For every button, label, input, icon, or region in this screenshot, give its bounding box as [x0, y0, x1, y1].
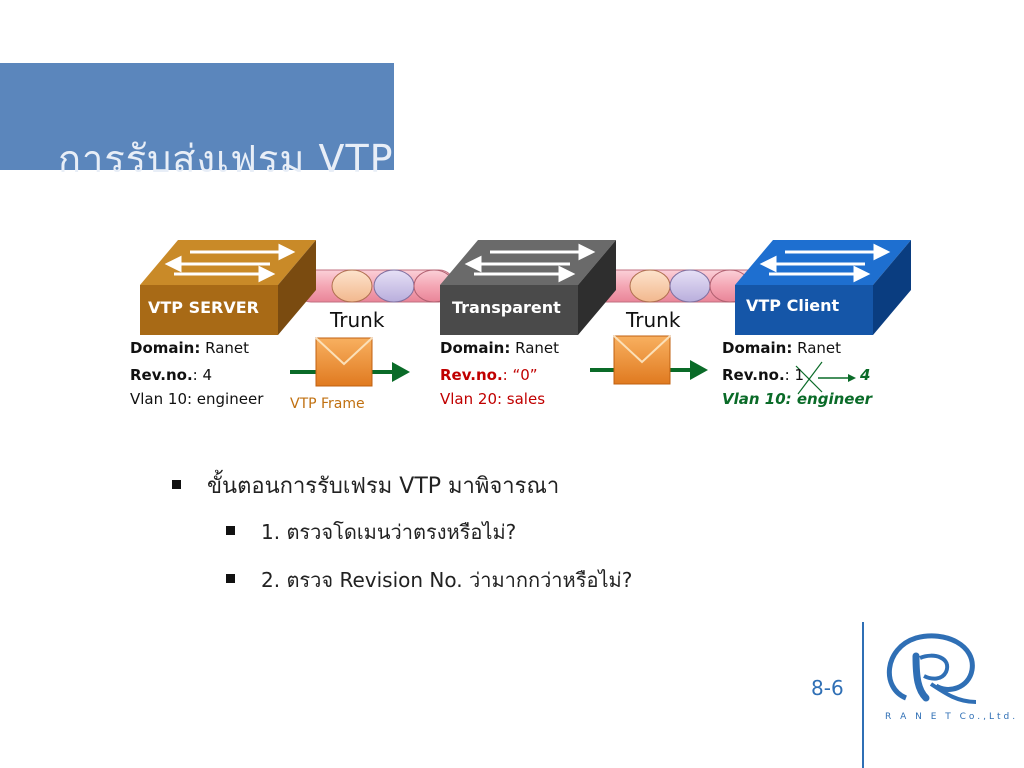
trunk-label-1: Trunk [330, 308, 385, 332]
switch-server [140, 240, 316, 335]
trunk-cable-1 [294, 269, 456, 303]
rev-update-arrow [795, 361, 856, 395]
switch-arrows-icon [464, 243, 596, 283]
bullet-square-icon [226, 526, 235, 535]
logo-caption: R A N E T Co.,Ltd. [885, 712, 1019, 722]
transparent-label: Transparent [452, 298, 561, 317]
transparent-vlan: Vlan 20: sales [440, 390, 546, 408]
client-vlan: Vlan 10: engineer [722, 390, 873, 408]
client-rev: Rev.no.: 1 [722, 366, 805, 384]
network-diagram [140, 240, 911, 395]
switch-arrows-icon [164, 243, 296, 283]
bullet-square-icon [172, 479, 181, 489]
title-banner [0, 63, 394, 170]
ranet-logo-icon [886, 633, 977, 704]
switch-client [735, 240, 911, 335]
trunk-cable-2 [589, 269, 766, 303]
server-label: VTP SERVER [148, 298, 259, 317]
vtp-frame-envelope-2 [590, 335, 708, 385]
bullet-main: ขั้นตอนการรับเฟรม VTP มาพิจารณา [172, 468, 559, 503]
vtp-frame-envelope-1 [290, 337, 410, 387]
bullet-sub-1: 1. ตรวจโดเมนว่าตรงหรือไม่? [226, 516, 516, 548]
bullet-sub-2: 2. ตรวจ Revision No. ว่ามากกว่าหรือไม่? [226, 564, 632, 596]
server-vlan: Vlan 10: engineer [130, 390, 264, 408]
transparent-rev: Rev.no.: “0” [440, 366, 538, 384]
transparent-domain: Domain: Ranet [440, 339, 559, 357]
switch-arrows-icon [759, 243, 891, 283]
bullet-square-icon [226, 574, 235, 583]
footer-divider [862, 622, 864, 768]
vtp-frame-label: VTP Frame [290, 396, 365, 412]
server-domain: Domain: Ranet [130, 339, 249, 357]
switch-transparent [440, 240, 616, 335]
client-rev-new: 4 [860, 366, 871, 384]
client-label: VTP Client [746, 296, 840, 315]
page-number: 8-6 [811, 676, 844, 700]
trunk-label-2: Trunk [626, 308, 681, 332]
client-domain: Domain: Ranet [722, 339, 841, 357]
slide-title: การรับส่งเฟรม VTP [58, 137, 394, 181]
server-rev: Rev.no.: 4 [130, 366, 213, 384]
